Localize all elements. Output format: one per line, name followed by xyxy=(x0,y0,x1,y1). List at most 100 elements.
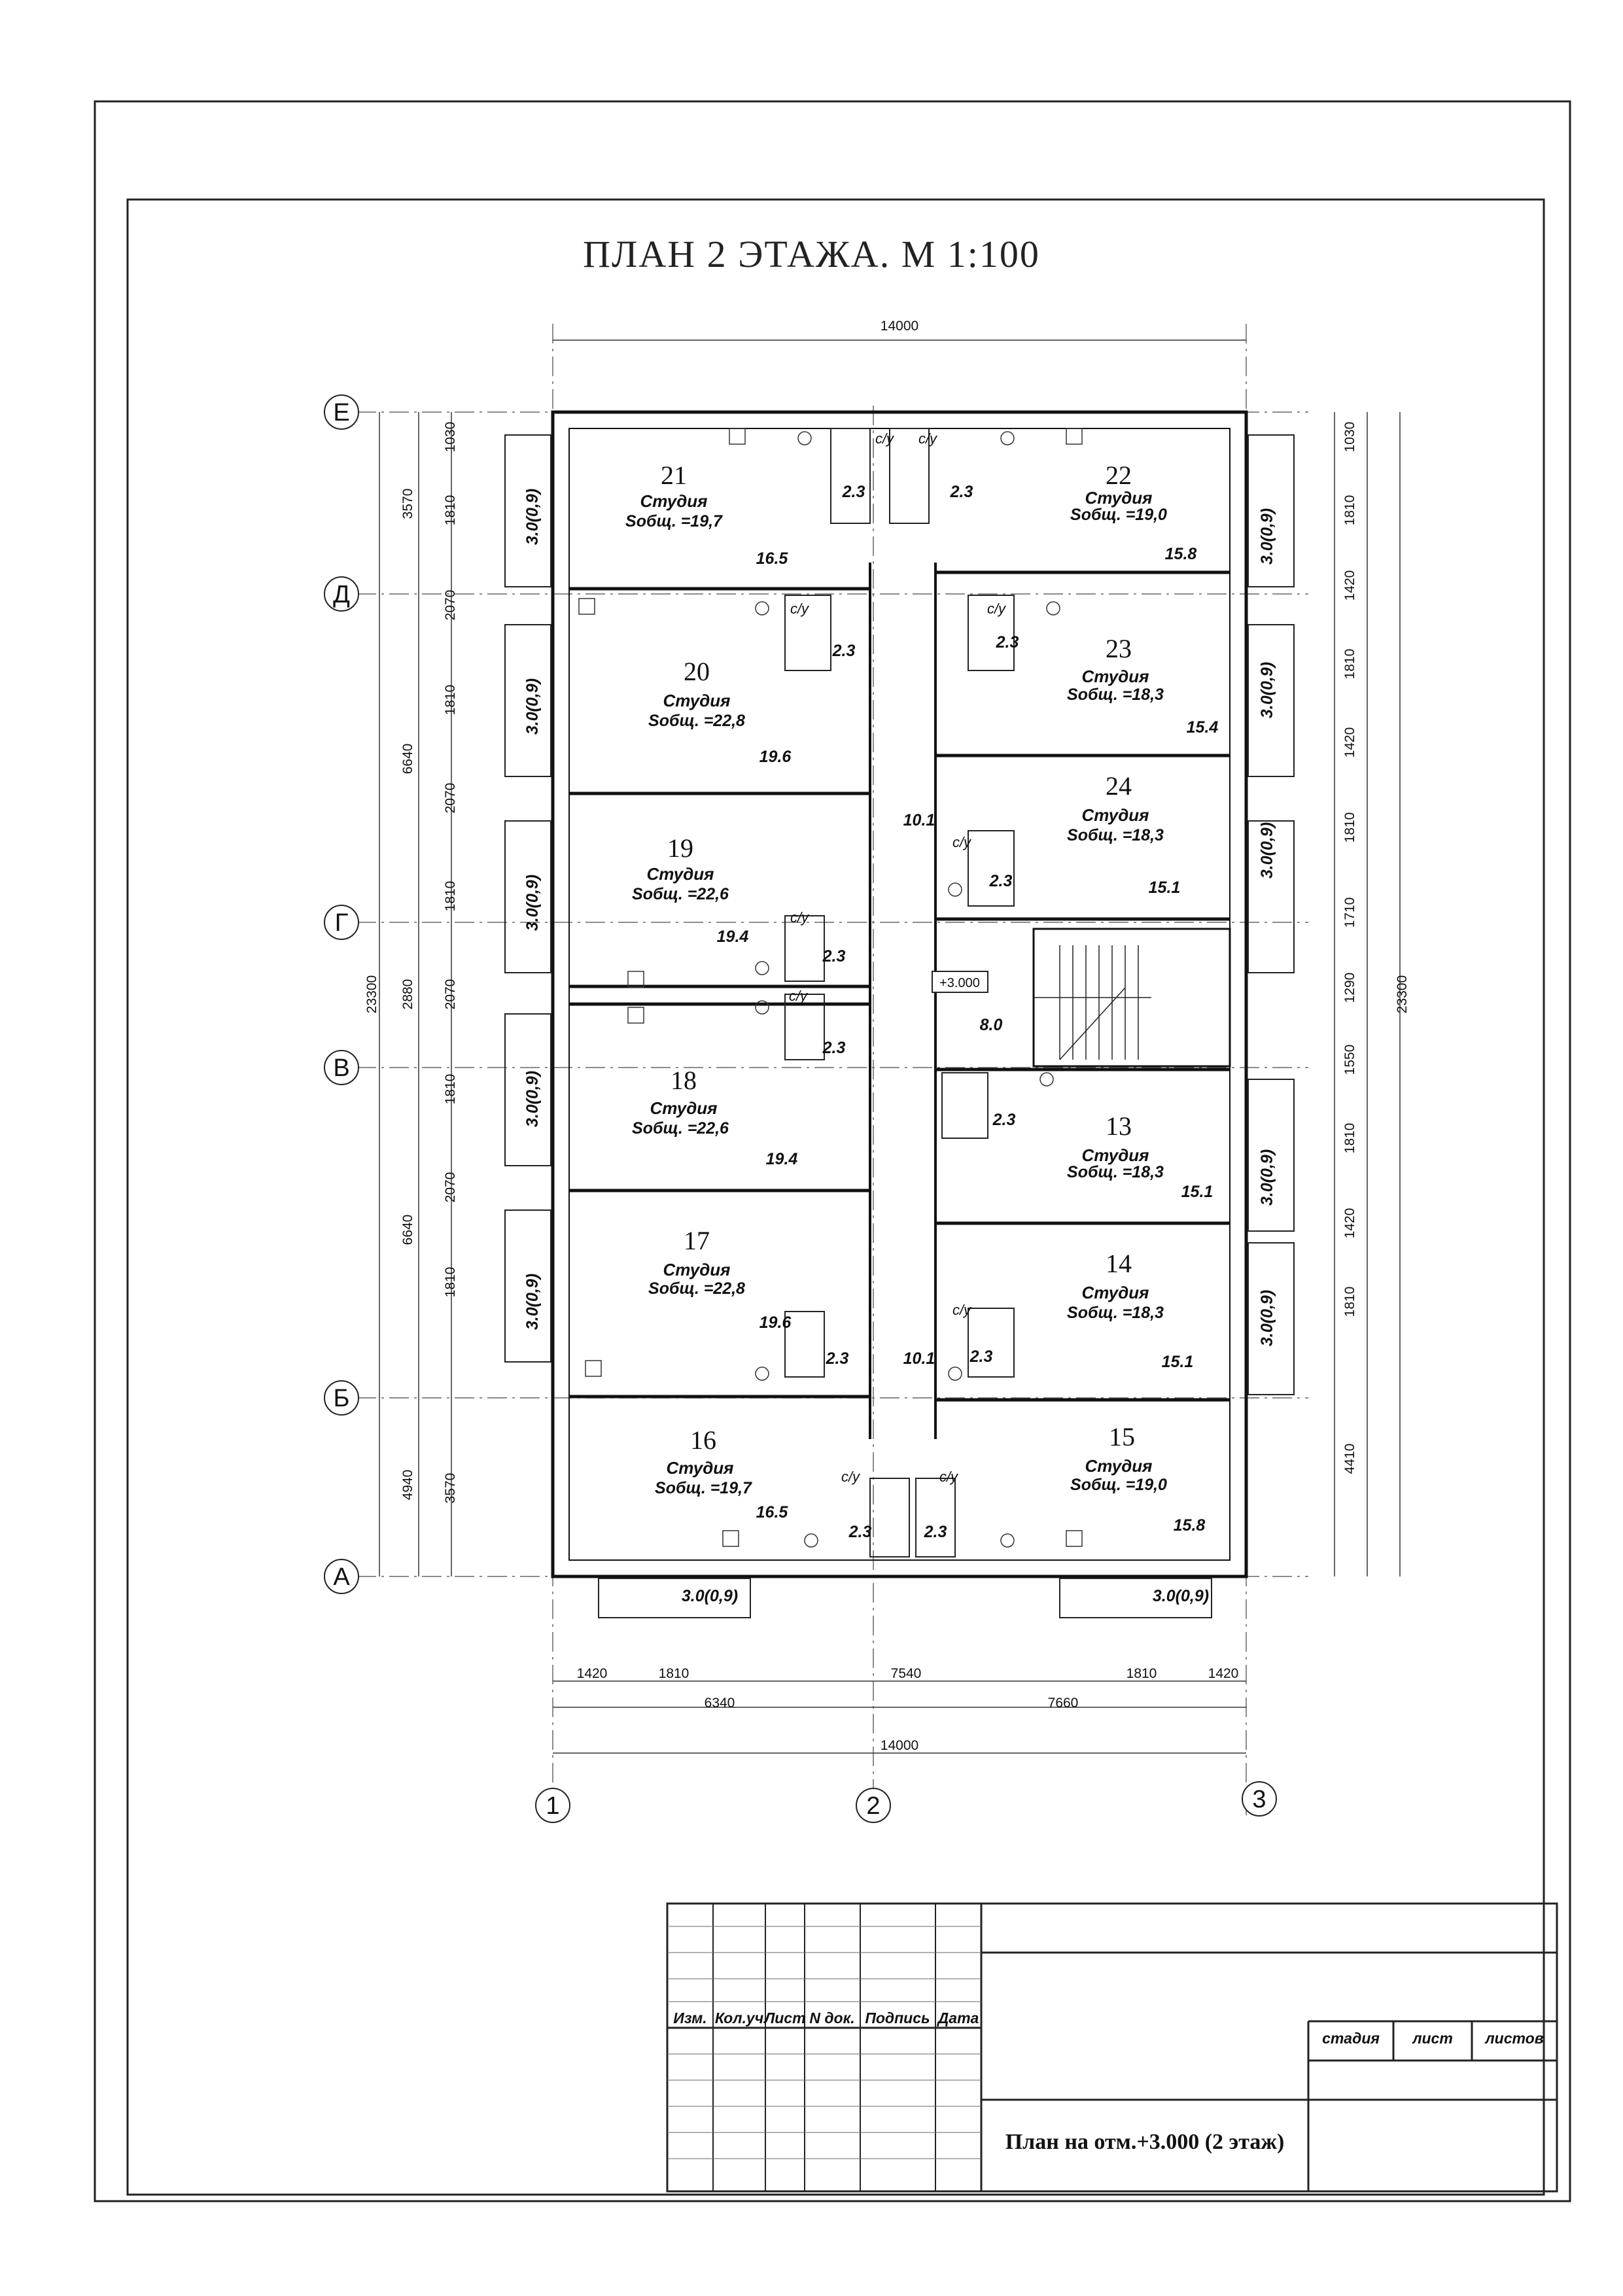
balcony-label-15: 3.0(0,9) xyxy=(1153,1587,1209,1605)
apt-23-type: Студия xyxy=(1082,667,1149,686)
apt-19-area: Sобщ. =22,6 xyxy=(632,885,729,903)
svg-text:3.0(0,9): 3.0(0,9) xyxy=(523,875,542,931)
svg-text:3.0(0,9): 3.0(0,9) xyxy=(1258,662,1276,718)
axis-label-2: 2 xyxy=(866,1792,880,1820)
fixtures xyxy=(578,428,1083,1548)
axis-markers xyxy=(324,394,1277,1823)
svg-text:1810: 1810 xyxy=(443,1267,458,1298)
svg-text:1810: 1810 xyxy=(443,1074,458,1105)
dims-left-inner: 1030 1810 2070 1810 2070 1810 2070 1810 … xyxy=(443,422,458,1504)
svg-text:3.0(0,9): 3.0(0,9) xyxy=(523,1274,542,1330)
svg-text:3.0(0,9): 3.0(0,9) xyxy=(523,489,542,545)
title-block-lines xyxy=(666,1902,1558,2193)
svg-text:стадия: стадия xyxy=(1322,2030,1380,2047)
balconies-right xyxy=(1248,434,1295,1395)
apt-18-living: 19.4 xyxy=(766,1150,798,1168)
apt-15-bath: 2.3 xyxy=(924,1523,947,1541)
axis-label-e: Е xyxy=(333,399,349,426)
apt-20-living: 19.6 xyxy=(759,748,792,766)
svg-text:Дата: Дата xyxy=(937,2009,979,2026)
apt-15-living: 15.8 xyxy=(1174,1516,1206,1535)
svg-text:1810: 1810 xyxy=(1342,1287,1357,1317)
drawing-title: ПЛАН 2 ЭТАЖА. М 1:100 xyxy=(583,233,1040,275)
apt-22-living: 15.8 xyxy=(1165,545,1197,563)
apt-24-type: Студия xyxy=(1082,805,1149,825)
svg-text:Кол.уч: Кол.уч xyxy=(715,2009,763,2026)
svg-text:1810: 1810 xyxy=(1342,1123,1357,1154)
apt-21-type: Студия xyxy=(640,491,708,511)
apt-19-type: Студия xyxy=(647,864,714,884)
svg-text:1710: 1710 xyxy=(1342,897,1357,928)
balconies-bottom xyxy=(598,1578,1212,1618)
dim-right-total: 23300 xyxy=(1395,975,1410,1013)
corridor-area-upper: 10.1 xyxy=(903,811,935,829)
apt-18-type: Студия xyxy=(650,1098,718,1118)
svg-text:1810: 1810 xyxy=(659,1666,689,1681)
svg-text:Изм.: Изм. xyxy=(673,2009,707,2026)
apt-19-number: 19 xyxy=(667,833,693,863)
svg-text:1810: 1810 xyxy=(443,495,458,526)
svg-text:1420: 1420 xyxy=(1342,570,1357,601)
title-block-rows xyxy=(667,1926,981,2159)
dims-left-outer: 3570 6640 2880 6640 4940 xyxy=(400,489,415,1501)
apt-23-area: Sобщ. =18,3 xyxy=(1067,686,1164,704)
svg-text:6640: 6640 xyxy=(400,1215,415,1245)
apt-17-number: 17 xyxy=(684,1226,710,1255)
apt-20-number: 20 xyxy=(684,657,710,686)
svg-text:3.0(0,9): 3.0(0,9) xyxy=(1258,1290,1276,1346)
svg-text:7540: 7540 xyxy=(891,1666,922,1681)
dim-left-total: 23300 xyxy=(364,975,379,1013)
dims-bottom: 1420 1810 7540 1810 1420 6340 7660 xyxy=(577,1666,1239,1711)
svg-text:3.0(0,9): 3.0(0,9) xyxy=(1258,822,1276,878)
apt-14-living: 15.1 xyxy=(1162,1353,1194,1371)
apt-21-living: 16.5 xyxy=(756,549,789,568)
corridor-area-lower: 10.1 xyxy=(903,1349,935,1368)
apt-13-bath: 2.3 xyxy=(992,1111,1016,1129)
dim-top-overall: 14000 xyxy=(881,319,918,334)
apt-20-type: Студия xyxy=(663,691,731,710)
apt-16-type: Студия xyxy=(667,1458,734,1478)
apt-13-living: 15.1 xyxy=(1181,1183,1213,1201)
svg-text:N док.: N док. xyxy=(809,2009,854,2026)
svg-text:с/у: с/у xyxy=(875,430,895,447)
apt-24-number: 24 xyxy=(1106,771,1132,801)
balcony-labels-right: 3.0(0,9) 3.0(0,9) 3.0(0,9) 3.0(0,9) 3.0(… xyxy=(1258,508,1276,1346)
svg-text:Подпись: Подпись xyxy=(865,2009,930,2026)
svg-text:1030: 1030 xyxy=(443,422,458,453)
svg-text:1810: 1810 xyxy=(1342,495,1357,526)
apt-23-number: 23 xyxy=(1106,634,1132,663)
svg-text:2880: 2880 xyxy=(400,979,415,1010)
axis-label-v: В xyxy=(333,1054,349,1082)
dims-right: 1030 1810 1420 1810 1420 1810 1710 1290 … xyxy=(1342,422,1357,1474)
elevation-label: +3.000 xyxy=(939,976,980,990)
axis-labels: Е Д Г В Б А 1 2 3 xyxy=(333,399,1266,1820)
bathroom-labels: с/у с/у с/у с/у с/у с/у с/у с/у с/у с/у xyxy=(789,430,1007,1485)
apt-24-living: 15.1 xyxy=(1149,878,1181,897)
svg-text:1810: 1810 xyxy=(443,881,458,912)
apt-20-area: Sобщ. =22,8 xyxy=(648,712,745,730)
svg-text:3570: 3570 xyxy=(400,489,415,519)
apt-13-area: Sобщ. =18,3 xyxy=(1067,1163,1164,1181)
apt-18-bath: 2.3 xyxy=(822,1039,846,1057)
axis-label-b: Б xyxy=(334,1385,350,1412)
apt-15-area: Sобщ. =19,0 xyxy=(1070,1476,1167,1494)
svg-text:с/у: с/у xyxy=(790,909,810,926)
apt-17-living: 19.6 xyxy=(759,1313,792,1332)
svg-text:1550: 1550 xyxy=(1342,1045,1357,1075)
sheet-name: План на отм.+3.000 (2 этаж) xyxy=(1005,2130,1285,2154)
svg-text:с/у: с/у xyxy=(841,1469,861,1485)
outer-frame xyxy=(94,100,1571,2202)
apt-16-number: 16 xyxy=(690,1425,716,1455)
apt-14-bath: 2.3 xyxy=(969,1348,993,1366)
svg-text:с/у: с/у xyxy=(790,600,810,617)
apt-16-bath: 2.3 xyxy=(848,1523,872,1541)
balconies-left xyxy=(504,434,551,1363)
svg-text:3.0(0,9): 3.0(0,9) xyxy=(523,1071,542,1127)
apt-22-type: Студия xyxy=(1085,488,1153,508)
svg-text:2070: 2070 xyxy=(443,979,458,1010)
walls xyxy=(551,410,1248,1578)
bathrooms xyxy=(784,428,1015,1557)
apt-20-bath: 2.3 xyxy=(832,642,856,660)
axis-label-1: 1 xyxy=(546,1792,559,1820)
svg-text:с/у: с/у xyxy=(789,988,809,1004)
